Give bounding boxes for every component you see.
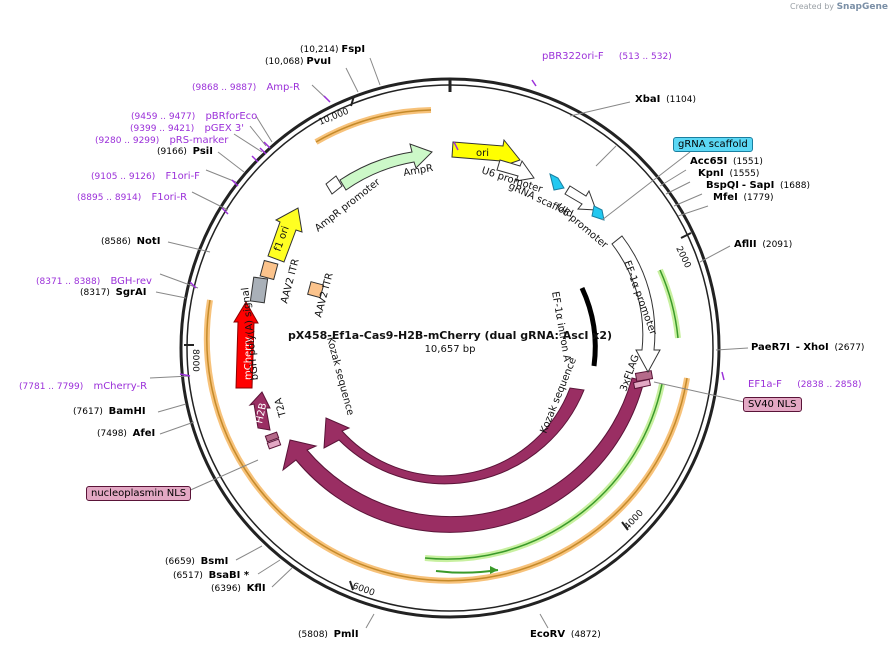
feature-h2b[interactable]: H2B xyxy=(248,391,271,431)
primer-f1ori-r[interactable]: (8895 .. 8914) F1ori-R xyxy=(77,192,188,203)
feature-ef1a-promoter[interactable] xyxy=(611,235,661,374)
svg-text:mCherry: mCherry xyxy=(243,337,254,380)
site-bsabi[interactable]: (6517) BsaBI * xyxy=(173,570,250,581)
feature-u6-promoter-1[interactable] xyxy=(496,159,535,182)
feature-nucleoplasmin-nls[interactable] xyxy=(266,438,282,450)
site-kfli[interactable]: (6396) KflI xyxy=(211,583,266,594)
created-by-text: Created by xyxy=(790,2,835,11)
feature-sv40-nls-box[interactable] xyxy=(632,378,652,390)
aav2-itr-label-1: AAV2 ITR xyxy=(279,258,301,305)
site-paer7i-xhoi[interactable]: PaeR7I - XhoI (2677) xyxy=(751,342,865,353)
feature-cas9-inner[interactable]: Cas9 xyxy=(323,387,585,494)
cas9-outer-label: Cas9 xyxy=(486,536,511,547)
feature-u6-promoter-2[interactable] xyxy=(564,185,597,211)
feature-cas9-outer[interactable]: Cas9 xyxy=(282,377,645,547)
snapgene-brand: Created by SnapGene xyxy=(790,2,888,12)
feature-ef1a-intron xyxy=(579,286,598,367)
site-bsmi[interactable]: (6659) BsmI xyxy=(165,556,229,567)
site-psii[interactable]: (9166) PsiI xyxy=(157,146,213,157)
plasmid-title: pX458-Ef1a-Cas9-H2B-mCherry (dual gRNA: … xyxy=(288,329,612,342)
primer-ef1a-f[interactable]: EF1a-F (2838 .. 2858) xyxy=(748,379,862,390)
site-pmli[interactable]: (5808) PmlI xyxy=(298,629,359,640)
site-noti[interactable]: (8586) NotI xyxy=(101,236,161,247)
feature-grna-scaffold-2[interactable] xyxy=(591,205,605,221)
svg-text:4000: 4000 xyxy=(623,508,646,532)
svg-text:8000: 8000 xyxy=(190,349,200,372)
primer-bgh-rev[interactable]: (8371 .. 8388) BGH-rev xyxy=(36,276,152,287)
plasmid-length: 10,657 bp xyxy=(425,344,476,355)
feature-mcherry[interactable]: mCherry xyxy=(233,301,259,389)
primer-f1ori-f[interactable]: (9105 .. 9126) F1ori-F xyxy=(91,171,200,182)
orf-arc-small-green xyxy=(435,569,499,574)
primer-pbr322ori-f[interactable]: pBR322ori-F (513 .. 532) xyxy=(542,51,672,62)
feature-grna-scaffold-1[interactable] xyxy=(549,173,565,191)
site-bspqi-sapi[interactable]: BspQI - SapI (1688) xyxy=(706,180,810,191)
t2a-label: T2A xyxy=(273,396,289,419)
site-sgrai[interactable]: (8317) SgrAI xyxy=(80,287,147,298)
kozak-label-2: Kozak sequence xyxy=(324,336,356,417)
ampr-label: AmpR xyxy=(403,163,434,179)
site-aflii[interactable]: AflII (2091) xyxy=(734,239,793,250)
primer-mcherry-r[interactable]: (7781 .. 7799) mCherry-R xyxy=(19,381,148,392)
primer-prs-marker[interactable]: (9280 .. 9299) pRS-marker xyxy=(95,135,229,146)
site-bamhi[interactable]: (7617) BamHI xyxy=(73,406,146,417)
primer-pgex3[interactable]: (9399 .. 9421) pGEX 3' xyxy=(130,123,245,134)
backbone-outer-ring xyxy=(179,77,721,619)
orf-arc-efa-green xyxy=(657,268,681,339)
feature-3xflag[interactable] xyxy=(634,370,654,382)
ef1a-intron-label: EF-1α intron A xyxy=(549,291,572,363)
primer-pbrforeco[interactable]: (9459 .. 9477) pBRforEco xyxy=(131,111,258,122)
snapgene-logo: SnapGene xyxy=(836,2,888,12)
label-grna-scaffold[interactable]: gRNA scaffold xyxy=(673,137,753,152)
site-acc65i[interactable]: Acc65I (1551) xyxy=(690,156,763,167)
site-mfei[interactable]: MfeI (1779) xyxy=(713,192,774,203)
site-pvui[interactable]: (10,068) PvuI xyxy=(265,56,332,67)
label-nucleoplasmin-nls[interactable]: nucleoplasmin NLS xyxy=(86,486,192,501)
site-ecorv[interactable]: EcoRV (4872) xyxy=(530,629,601,640)
feature-f1-ori[interactable]: f1 ori xyxy=(267,207,303,263)
tick-8000: 8000 xyxy=(184,344,200,372)
site-afei[interactable]: (7498) AfeI xyxy=(97,428,156,439)
svg-text:ori: ori xyxy=(476,148,489,159)
primer-markers xyxy=(179,79,725,381)
svg-text:H2B: H2B xyxy=(254,402,269,425)
tick-4000: 4000 xyxy=(621,508,646,532)
cas9-inner-label: Cas9 xyxy=(464,483,489,494)
label-sv40-nls[interactable]: SV40 NLS xyxy=(743,397,802,412)
leader-lines xyxy=(149,57,749,629)
site-kpni[interactable]: KpnI (1555) xyxy=(698,168,760,179)
feature-t2a[interactable] xyxy=(264,431,280,443)
primer-amp-r[interactable]: (9868 .. 9887) Amp-R xyxy=(192,82,300,93)
feature-aav2-itr-1[interactable] xyxy=(259,259,279,281)
svg-text:2000: 2000 xyxy=(673,245,692,270)
feature-bgh-polya[interactable] xyxy=(249,276,269,304)
feature-aav2-itr-2[interactable] xyxy=(307,281,325,299)
feature-ampr-promoter[interactable] xyxy=(325,175,343,195)
feature-ampr[interactable] xyxy=(339,143,433,191)
site-xbai[interactable]: XbaI (1104) xyxy=(635,94,697,105)
site-fspi[interactable]: (10,214) FspI xyxy=(300,44,366,55)
